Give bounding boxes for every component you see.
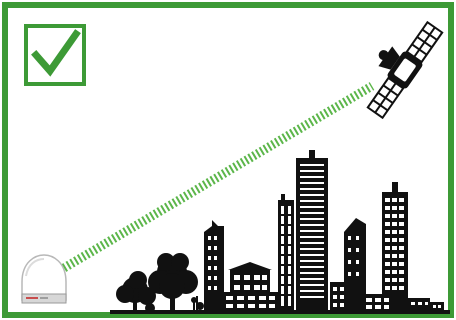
building-i [408, 298, 444, 312]
building-d [296, 150, 328, 312]
check-mark-icon [26, 26, 84, 84]
antenna-dome-icon [22, 255, 66, 303]
trees-icon [116, 253, 204, 313]
building-a [204, 220, 224, 312]
building-h [362, 294, 392, 312]
street-lamp [196, 296, 198, 312]
building-g [382, 182, 408, 312]
building-b [222, 262, 278, 312]
satellite-icon [350, 10, 445, 120]
building-c [278, 194, 294, 312]
